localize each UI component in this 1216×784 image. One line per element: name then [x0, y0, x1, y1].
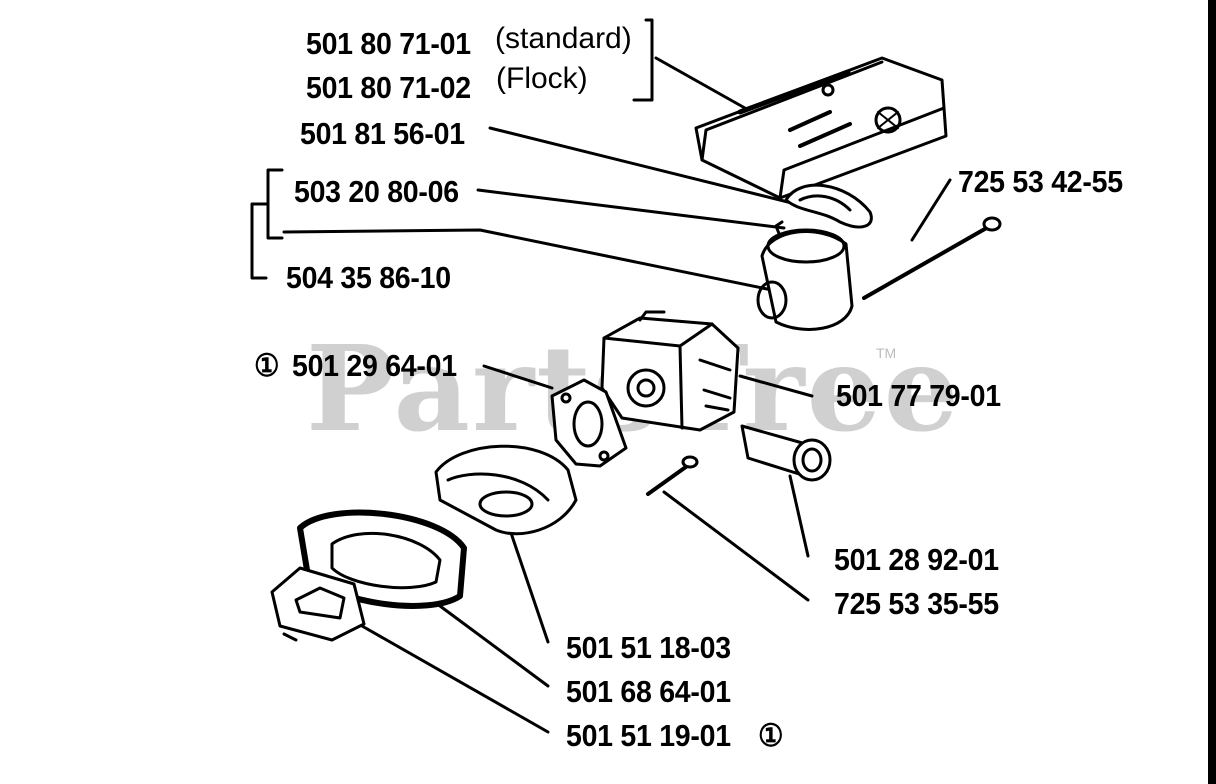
- screw-long-drawing: [862, 216, 1002, 300]
- watermark-trademark: TM: [876, 345, 897, 361]
- intake-gasket-drawing: [270, 566, 366, 642]
- label-filter-gasket: 501 81 56-01: [300, 116, 465, 151]
- note-flock: (Flock): [496, 62, 588, 95]
- screw-short-drawing: [646, 455, 699, 496]
- label-screw-long: 725 53 42-55: [958, 164, 1123, 199]
- leader-intake-gasket: [360, 624, 550, 734]
- label-air-filter-standard: 501 80 71-01: [306, 26, 471, 61]
- label-fuel-filter: 501 28 92-01: [834, 542, 999, 577]
- label-screw-short: 725 53 35-55: [834, 586, 999, 621]
- label-connector-b: 504 35 86-10: [286, 260, 451, 295]
- leader-filter-gasket: [488, 126, 802, 207]
- leader-intake-rubber: [438, 604, 550, 688]
- label-intake-adapter: 501 51 18-03: [566, 630, 731, 665]
- leader-connector-a: [476, 188, 786, 230]
- leader-intake-adapter: [508, 528, 550, 644]
- label-intake-gasket-marker: ①: [758, 718, 784, 753]
- leader-screw-short: [662, 490, 810, 602]
- leader-connector-b: [282, 228, 774, 292]
- label-intake-gasket: 501 51 19-01: [566, 718, 731, 753]
- label-carb-gasket: 501 29 64-01: [292, 348, 457, 383]
- carb-gasket-drawing: [550, 378, 628, 468]
- filter-gasket-drawing: [784, 183, 873, 229]
- air-filter-cover-drawing: [694, 56, 948, 200]
- label-connector-a: 503 20 80-06: [294, 174, 459, 209]
- intake-adapter-drawing: [434, 444, 578, 536]
- note-standard: (standard): [495, 22, 632, 55]
- leader-carb-gasket: [482, 364, 554, 390]
- leader-fuel-filter: [788, 474, 810, 558]
- fuel-filter-drawing: [740, 424, 832, 482]
- label-intake-rubber: 501 68 64-01: [566, 674, 731, 709]
- carburetor-drawing: [600, 310, 740, 432]
- label-carb-gasket-marker: ①: [254, 348, 280, 383]
- leader-air-filter: [654, 56, 754, 114]
- label-carburetor: 501 77 79-01: [836, 378, 1001, 413]
- bracket-air-filter: [632, 18, 654, 102]
- connector-drawing: [756, 220, 854, 331]
- leader-screw-long: [910, 178, 952, 242]
- label-air-filter-flock: 501 80 71-02: [306, 70, 471, 105]
- leader-carburetor: [738, 374, 814, 398]
- bracket-connectors: [250, 168, 284, 280]
